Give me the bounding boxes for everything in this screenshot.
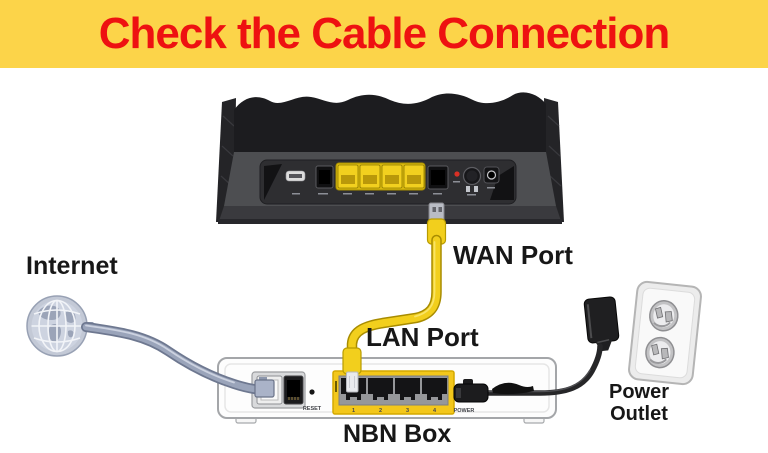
nbn-lan-ports: 1 2 3 4 [332, 370, 455, 415]
router-edge-texture [220, 115, 562, 187]
nbn-port-number: 2 [379, 408, 382, 414]
nbn-box-label: NBN Box [343, 420, 452, 448]
router-wan-port [427, 165, 449, 190]
nbn-power-label: POWER [454, 408, 475, 414]
nbn-port-number: 1 [352, 408, 355, 414]
nbn-reset-hole [309, 389, 315, 395]
power-outlet-label: Power Outlet [608, 381, 670, 426]
router-dc-jack [483, 166, 500, 184]
router-illustration [216, 92, 564, 224]
router-power-button [462, 166, 482, 186]
router-panel-right-shadow [490, 166, 514, 200]
nbn-phone-ports [251, 371, 306, 409]
router-top-shell [234, 92, 546, 152]
router-reset-dot [454, 171, 460, 177]
internet-label: Internet [26, 252, 118, 280]
lan-port-label: LAN Port [366, 322, 479, 352]
page-title: Check the Cable Connection [98, 9, 671, 58]
router-port-label-marks [292, 181, 495, 196]
router-panel-left-shadow [264, 164, 282, 200]
outlet-plate [628, 280, 702, 386]
router-internet-port [315, 165, 334, 189]
nbn-port-numbers: 1 2 3 4 [352, 408, 437, 414]
router-base-lip [218, 219, 562, 224]
wall-outlet-illustration [583, 280, 702, 386]
internet-globe-icon [26, 295, 94, 357]
nbn-port-number: 3 [406, 408, 409, 414]
power-plug [583, 296, 620, 352]
globe-grid-lines [31, 299, 83, 353]
router-lan-ports [335, 162, 426, 191]
outlet-socket-top [649, 300, 679, 332]
nbn-port-number: 4 [433, 408, 437, 414]
router-led-icons [466, 186, 478, 192]
nbn-reset-label: RESET [303, 406, 322, 412]
wan-port-label: WAN Port [453, 240, 573, 270]
router-usb-port [285, 170, 306, 182]
outlet-socket-bottom [645, 336, 675, 369]
nbn-box-illustration: RESET 1 2 3 4 POWER [217, 357, 557, 424]
header-banner: Check the Cable Connection [0, 0, 768, 68]
